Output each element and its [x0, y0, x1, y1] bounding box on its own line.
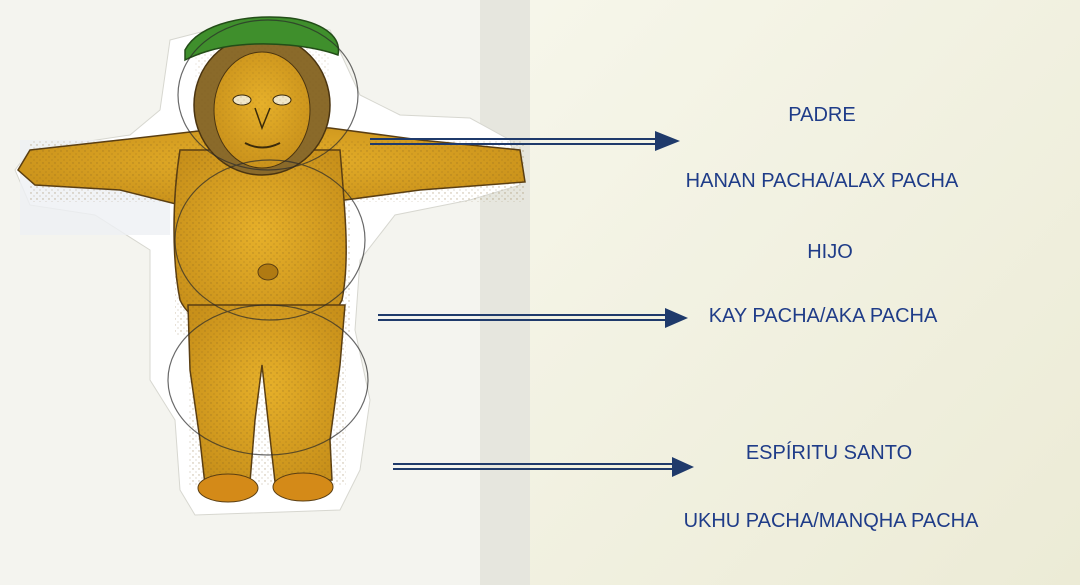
label-hijo: HIJO	[807, 241, 853, 264]
label-espiritu-santo: ESPÍRITU SANTO	[746, 442, 912, 465]
label-kay-pacha: KAY PACHA/AKA PACHA	[709, 305, 938, 328]
label-ukhu-pacha: UKHU PACHA/MANQHA PACHA	[684, 510, 979, 533]
label-hanan-pacha: HANAN PACHA/ALAX PACHA	[686, 170, 959, 193]
label-padre: PADRE	[788, 104, 855, 127]
right-page	[530, 0, 1080, 585]
fold-shadow	[480, 0, 530, 585]
